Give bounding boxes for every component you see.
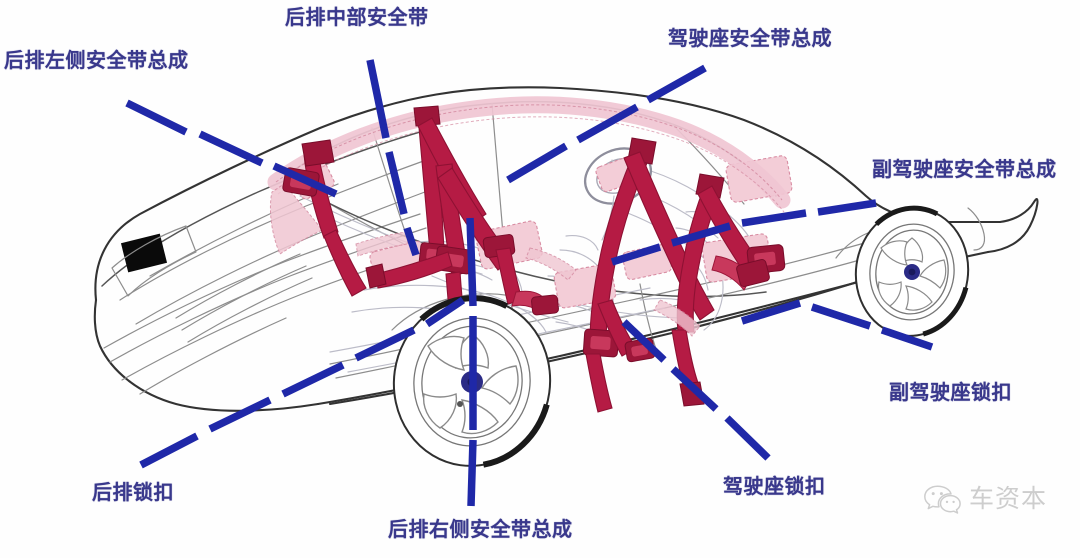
leader-passenger-buckle [740,299,934,351]
leader-rear-center-belt [366,59,420,257]
watermark-text: 车资本 [969,485,1048,513]
taillight [120,233,168,273]
passenger-buckle [711,255,770,291]
callout-passenger-belt-assembly: 副驾驶座安全带总成 [872,159,1057,181]
passenger-belt-assembly [671,173,786,407]
leader-rear-left-belt [125,99,338,198]
leader-rear-right-belt [466,217,477,507]
callout-rear-left-belt-assembly: 后排左侧安全带总成 [4,50,189,72]
rear-buckle-cluster [482,234,559,316]
leader-driver-belt [506,64,707,184]
seatbelt-system [282,105,786,413]
leader-driver-buckle [621,319,771,461]
callout-rear-center-belt: 后排中部安全带 [285,7,429,29]
callout-driver-belt-assembly: 驾驶座安全带总成 [668,28,832,50]
front-wheel [853,205,986,339]
driver-buckle [597,299,656,363]
curtain-airbag-ghost [267,96,791,255]
callout-rear-buckle: 后排锁扣 [92,482,174,504]
callout-driver-buckle: 驾驶座锁扣 [723,476,826,498]
callout-rear-right-belt-assembly: 后排右侧安全带总成 [388,519,573,541]
callout-passenger-buckle: 副驾驶座锁扣 [889,382,1012,404]
leader-passenger-belt [610,199,877,266]
leader-rear-buckle [139,296,466,469]
seatbelt-ghost-webbing [355,231,701,337]
leader-lines [125,59,934,507]
wechat-icon [924,485,961,514]
watermark: 车资本 [922,483,1047,515]
